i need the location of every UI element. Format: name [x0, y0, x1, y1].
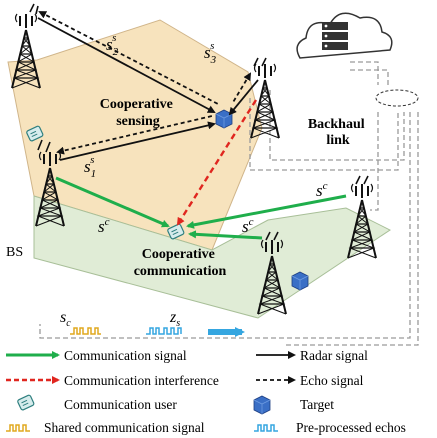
shared-wave-icon [70, 327, 101, 335]
echo-wave-icon [254, 424, 278, 432]
legend: Communication signal Communication inter… [6, 348, 406, 435]
sc-label-center: sc [242, 216, 254, 236]
s3-label: s3s [204, 40, 217, 66]
legend-shared-signal: Shared communication signal [44, 420, 205, 435]
sc-label-right: sc [316, 180, 328, 200]
echo-wave-icon [146, 327, 182, 335]
echo-signal-symbol: zs [169, 309, 180, 329]
s2-label: s2s [106, 32, 119, 58]
bs-label: BS [6, 245, 23, 260]
legend-radar-signal: Radar signal [300, 348, 368, 363]
legend-preprocessed-echos: Pre-processed echos [296, 420, 406, 435]
sensing-title: Cooperative sensing [100, 97, 177, 129]
signal-symbols: s2s s3s s1s sc sc sc sc zs [60, 32, 328, 329]
communication-title: Cooperative communication [134, 247, 227, 279]
communication-user-icon [16, 394, 36, 412]
legend-echo-signal: Echo signal [300, 373, 364, 388]
backhaul-ellipse [375, 89, 419, 107]
s1-label: s1s [84, 154, 96, 180]
shared-signal-symbol: sc [60, 309, 71, 329]
legend-target: Target [300, 397, 334, 412]
radar-links [37, 11, 259, 161]
communication-links [55, 176, 347, 240]
cloud-server-icon [296, 12, 393, 59]
backhaul-links [39, 61, 419, 346]
sc-label-left: sc [98, 216, 110, 236]
shared-wave-icon [6, 424, 30, 432]
legend-communication-signal: Communication signal [64, 348, 187, 363]
antenna-glyphs [29, 3, 369, 241]
legend-communication-interference: Communication interference [64, 373, 219, 388]
legend-communication-user: Communication user [64, 397, 177, 412]
interference-link [176, 99, 258, 226]
backhaul-title: Backhaul link [308, 117, 368, 148]
target-cube-icon [291, 271, 309, 291]
target-cube-icon [215, 109, 233, 129]
target-cube-icon [253, 395, 271, 415]
